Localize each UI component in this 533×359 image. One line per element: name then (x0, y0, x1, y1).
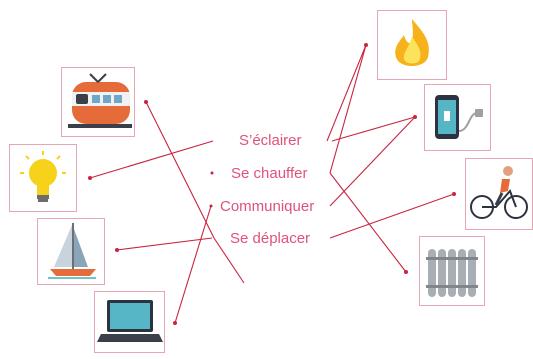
card-radiator[interactable] (419, 236, 485, 306)
cyclist-icon (470, 166, 528, 219)
dot-label-2 (210, 171, 214, 175)
card-train[interactable] (61, 67, 135, 137)
card-fire[interactable] (377, 10, 447, 80)
label-eclairer: S’éclairer (239, 132, 302, 149)
line-train-2 (213, 237, 245, 284)
smartphone-charger-icon (435, 95, 483, 139)
label-communiquer: Communiquer (220, 198, 315, 215)
line-radiator (329, 172, 407, 273)
line-lightbulb (89, 140, 214, 179)
card-laptop[interactable] (94, 291, 165, 353)
line-phone-2 (329, 116, 416, 207)
line-train (145, 101, 215, 239)
dot-fire (364, 43, 368, 47)
card-sailboat[interactable] (37, 218, 105, 285)
dot-bike (452, 192, 456, 196)
train-icon (68, 73, 132, 128)
line-fire-2 (329, 44, 367, 174)
line-bike (329, 193, 455, 239)
dot-lightbulb (88, 176, 92, 180)
line-laptop (174, 205, 212, 324)
radiator-icon (426, 249, 478, 297)
dot-train (144, 100, 148, 104)
lightbulb-icon (20, 151, 66, 202)
line-sailboat (116, 237, 213, 251)
dot-radiator (404, 270, 408, 274)
card-phone[interactable] (424, 84, 491, 151)
dot-label-3 (209, 204, 213, 208)
dot-phone (413, 115, 417, 119)
dot-laptop (173, 321, 177, 325)
fire-icon (395, 19, 429, 66)
card-lightbulb[interactable] (9, 144, 77, 212)
label-deplacer: Se déplacer (230, 230, 311, 247)
dot-sailboat (115, 248, 119, 252)
line-phone (331, 116, 416, 142)
line-fire (326, 44, 367, 142)
sailboat-icon (48, 223, 96, 279)
laptop-icon (97, 300, 163, 342)
label-chauffer: Se chauffer (231, 165, 308, 182)
card-bike[interactable] (465, 158, 533, 230)
